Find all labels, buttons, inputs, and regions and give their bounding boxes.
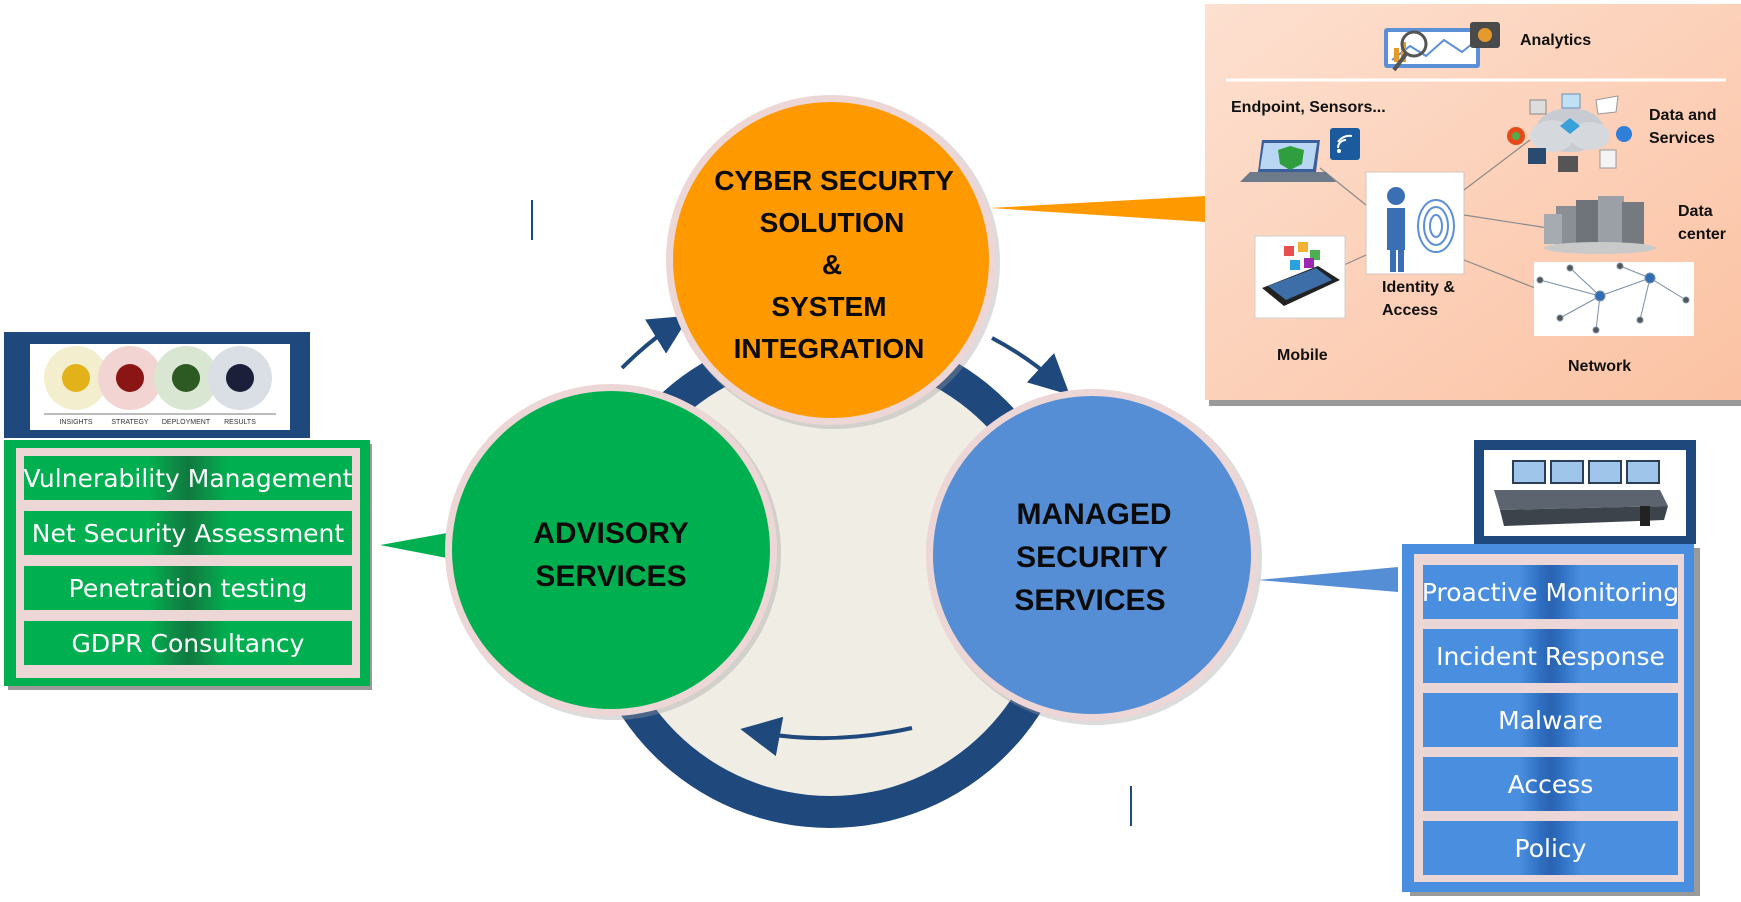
- arrow-managed-to-advisory: [740, 716, 913, 757]
- managed-item-incident-response: Incident Response: [1423, 629, 1678, 683]
- stage-label-deployment: DEPLOYMENT: [162, 419, 211, 426]
- managed-title-line-3: SERVICES: [1014, 584, 1165, 617]
- data-center-line-2: center: [1678, 226, 1727, 243]
- analytics-label: Analytics: [1520, 32, 1592, 49]
- mobile-icon: [1254, 235, 1346, 319]
- advisory-title-line-1: ADVISORY: [533, 517, 689, 550]
- data-center-label: Data center: [1678, 200, 1726, 246]
- stage-label-strategy: STRATEGY: [111, 419, 149, 426]
- mobile-label: Mobile: [1277, 347, 1328, 364]
- managed-item-access: Access: [1423, 757, 1678, 811]
- data-services-label: Data and Services: [1649, 104, 1717, 150]
- strategy-stage-icon: [98, 346, 162, 410]
- advisory-item-vulnerability-management: Vulnerability Management: [24, 456, 352, 500]
- arrow-advisory-to-cyber: [620, 315, 690, 370]
- advisory-item-penetration-testing: Penetration testing: [24, 566, 352, 610]
- managed-item-proactive-monitoring: Proactive Monitoring: [1422, 565, 1679, 619]
- arrow-cyber-to-managed: [991, 336, 1070, 395]
- advisory-item-gdpr-consultancy: GDPR Consultancy: [24, 621, 352, 665]
- results-stage-icon: [208, 346, 272, 410]
- circle-managed-security: MANAGED SECURITY SERVICES: [926, 389, 1262, 725]
- analytics-icon: [1384, 22, 1500, 72]
- circle-cyber-security: CYBER SECURTY SOLUTION & SYSTEM INTEGRAT…: [666, 95, 1000, 429]
- cyber-title-line-2: SOLUTION: [760, 207, 905, 238]
- advisory-title-line-2: SERVICES: [535, 560, 686, 593]
- cyber-title-line-5: INTEGRATION: [734, 333, 925, 364]
- managed-title-line-1: MANAGED: [1017, 498, 1172, 531]
- data-center-icon: [1544, 196, 1656, 254]
- data-services-line-2: Services: [1649, 130, 1715, 147]
- identity-line-1: Identity &: [1382, 279, 1455, 296]
- connector-to-integration-panel: [990, 196, 1205, 222]
- circle-advisory-services: ADVISORY SERVICES: [445, 384, 781, 720]
- identity-line-2: Access: [1382, 302, 1439, 319]
- cyber-title-line-3: &: [822, 249, 842, 280]
- identity-icon: [1365, 171, 1465, 275]
- managed-item-policy: Policy: [1423, 821, 1678, 875]
- laptop-shield-icon: [1240, 128, 1360, 182]
- data-services-line-1: Data and: [1649, 107, 1717, 124]
- cloud-services-icon: [1507, 93, 1632, 172]
- connector-to-managed-panel: [1258, 567, 1398, 592]
- deployment-stage-icon: [154, 346, 218, 410]
- managed-item-malware: Malware: [1423, 693, 1678, 747]
- endpoint-label: Endpoint, Sensors...: [1231, 99, 1386, 116]
- network-icon: [1534, 262, 1694, 336]
- cyber-title-line-1: CYBER SECURTY: [714, 165, 954, 196]
- managed-title-line-2: SECURITY: [1016, 541, 1168, 574]
- integration-panel: [1205, 4, 1741, 406]
- data-center-line-1: Data: [1678, 203, 1713, 220]
- cyber-title-line-4: SYSTEM: [771, 291, 886, 322]
- network-label: Network: [1568, 358, 1632, 375]
- control-room-icon: [1494, 460, 1668, 526]
- advisory-item-net-security-assessment: Net Security Assessment: [24, 511, 352, 555]
- insights-stage-icon: [44, 346, 108, 410]
- stage-label-insights: INSIGHTS: [59, 419, 92, 426]
- connector-to-advisory-panel: [380, 533, 447, 558]
- identity-access-label: Identity & Access: [1382, 276, 1455, 322]
- stage-label-results: RESULTS: [224, 419, 256, 426]
